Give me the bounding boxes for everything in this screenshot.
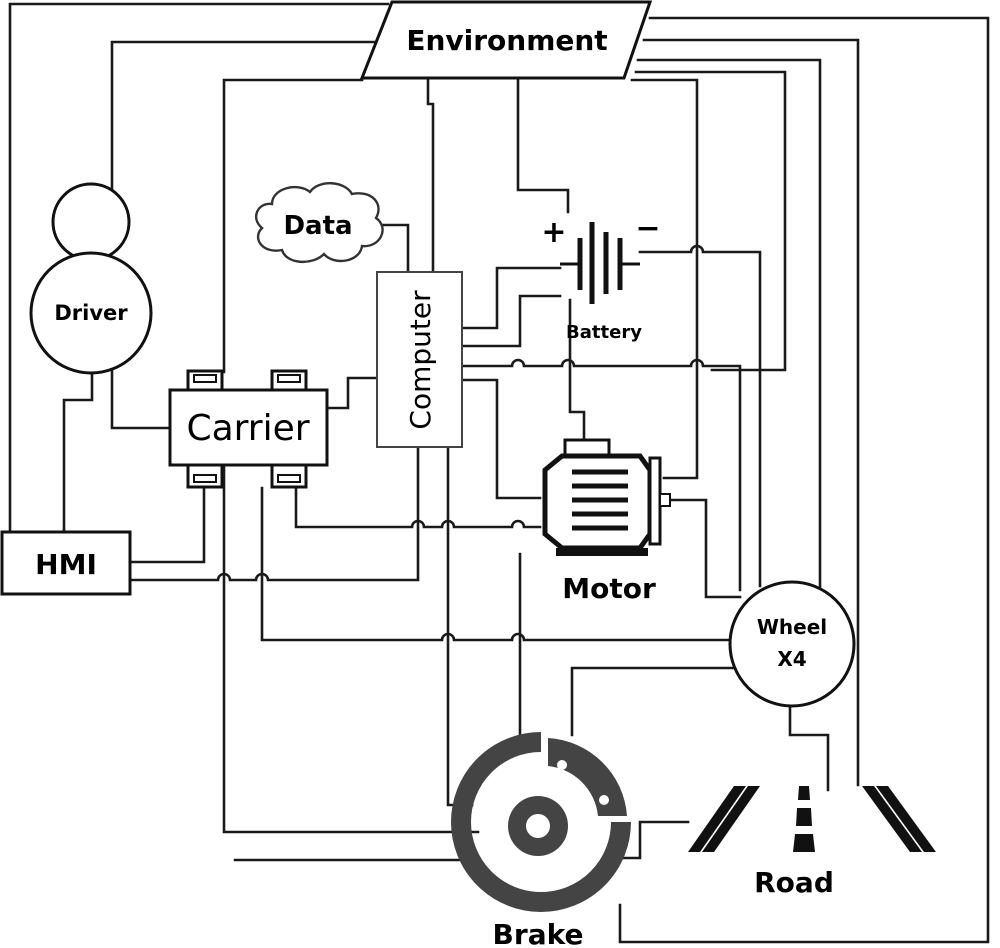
motor-end-cap xyxy=(648,456,662,546)
wheel-label-line2: X4 xyxy=(777,647,806,671)
motor-node: Motor xyxy=(542,438,671,605)
driver-body xyxy=(29,251,153,375)
environment-node: Environment xyxy=(359,0,653,80)
computer-label: Computer xyxy=(404,290,437,430)
data-label: Data xyxy=(283,211,352,241)
wire-computer-battery-a xyxy=(460,266,562,330)
road-node: Road xyxy=(688,786,936,899)
road-right-lane-edge xyxy=(862,786,936,852)
motor-fins xyxy=(572,469,628,531)
hmi-node: HMI xyxy=(0,530,132,596)
wire-environment-brake-right xyxy=(634,70,787,372)
hmi-box xyxy=(0,530,132,596)
wire-carrier-hmi xyxy=(128,486,206,564)
brake-caliper-bolt-top xyxy=(557,760,567,770)
wire-computer-motor xyxy=(460,378,542,500)
carrier-node: Carrier xyxy=(168,369,329,489)
data-node: Data xyxy=(255,182,384,263)
data-cloud xyxy=(255,182,384,263)
carrier-mount-bottom-right xyxy=(270,463,308,489)
wire-environment-wheel-a xyxy=(630,78,699,480)
environment-parallelogram xyxy=(359,0,653,80)
wire-data-computer xyxy=(376,223,410,274)
brake-caliper xyxy=(548,738,627,816)
wire-wheel-brake xyxy=(570,666,740,737)
road-left-lane-edge xyxy=(688,786,760,852)
wire-battery-wheel xyxy=(638,244,762,588)
wire-carrier-wheel xyxy=(260,486,736,642)
computer-box xyxy=(376,271,463,448)
computer-node: Computer xyxy=(376,271,463,448)
wire-environment-wheel-b xyxy=(636,58,822,592)
carrier-mount-top-right xyxy=(270,369,308,393)
wheel-label-line1: Wheel xyxy=(757,615,827,639)
brake-node: Brake xyxy=(451,732,631,948)
wire-carrier-brake xyxy=(222,463,480,834)
motor-label: Motor xyxy=(562,572,656,605)
wire-wheel-road xyxy=(788,704,830,792)
wire-environment-computer xyxy=(426,78,435,274)
battery-label: Battery xyxy=(566,322,642,343)
battery-minus-sign: − xyxy=(635,211,660,246)
brake-label: Brake xyxy=(493,918,584,948)
wire-environment-driver xyxy=(110,40,380,192)
wire-carrier-computer xyxy=(325,376,379,410)
road-center-dashes xyxy=(793,786,815,852)
wheel-circle xyxy=(728,580,856,708)
motor-base xyxy=(556,548,648,556)
brake-outer-ring xyxy=(451,732,631,912)
road-label: Road xyxy=(754,866,834,899)
carrier-box xyxy=(168,388,329,467)
connection-wires xyxy=(8,2,990,944)
battery-node: + − Battery xyxy=(541,211,660,343)
battery-plus-sign: + xyxy=(541,215,566,250)
wire-environment-hmi xyxy=(8,2,390,532)
wire-environment-carrier xyxy=(222,78,364,374)
motor-shaft xyxy=(659,493,671,507)
wire-motor-wheel xyxy=(666,498,742,599)
wheel-node: Wheel X4 xyxy=(728,580,856,708)
wire-hmi-computer xyxy=(128,445,420,582)
environment-label: Environment xyxy=(406,24,607,57)
wire-driver-carrier xyxy=(110,368,172,430)
driver-head xyxy=(51,182,131,262)
wire-environment-road-right xyxy=(618,16,990,944)
wire-battery-motor xyxy=(568,298,586,442)
wire-environment-battery xyxy=(516,78,570,214)
wire-environment-road-lane xyxy=(642,38,860,787)
hmi-label: HMI xyxy=(35,548,97,581)
driver-node: Driver xyxy=(29,182,153,375)
wire-computer-brake xyxy=(446,445,474,807)
brake-caliper-bolt-bottom xyxy=(599,795,609,805)
carrier-label: Carrier xyxy=(186,408,309,449)
driver-label: Driver xyxy=(54,301,128,325)
wire-brake-road xyxy=(620,820,690,860)
brake-hub xyxy=(526,814,550,838)
carrier-mount-bottom-left xyxy=(186,463,224,489)
wire-computer-battery-b xyxy=(460,294,562,348)
wire-driver-hmi xyxy=(62,366,94,534)
carrier-mount-top-left xyxy=(186,369,224,393)
